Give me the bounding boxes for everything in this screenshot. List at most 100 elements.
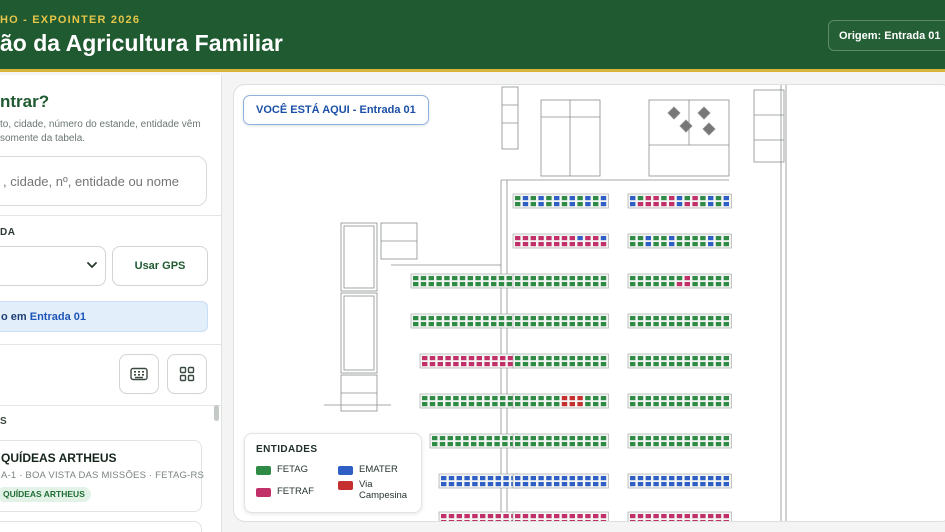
stand	[653, 196, 659, 201]
stand	[645, 282, 651, 287]
stand	[422, 362, 428, 367]
stand	[653, 236, 659, 241]
stand	[441, 520, 447, 521]
stand	[522, 282, 529, 287]
stand	[708, 242, 714, 247]
stand	[708, 362, 714, 367]
stand	[569, 282, 575, 287]
map-panel[interactable]: VOCÊ ESTÁ AQUI - Entrada 01 ENTIDADES FE…	[233, 84, 945, 522]
sidebar-scrollbar[interactable]	[214, 405, 219, 421]
stand	[708, 356, 714, 361]
stand	[669, 196, 675, 201]
stand	[503, 514, 509, 519]
stand	[600, 282, 607, 287]
stand	[669, 514, 675, 519]
stand	[546, 282, 552, 287]
stand	[554, 362, 560, 367]
stand	[561, 196, 568, 201]
stand	[700, 242, 706, 247]
stand	[669, 442, 675, 447]
search-input[interactable]	[0, 156, 207, 206]
stand	[600, 514, 607, 519]
stand	[439, 442, 446, 447]
stand	[669, 356, 675, 361]
stand	[723, 442, 729, 447]
stand	[561, 322, 568, 327]
stand	[700, 514, 706, 519]
stand	[653, 476, 659, 481]
stand	[422, 396, 428, 401]
stand	[468, 356, 475, 361]
stand	[502, 442, 508, 447]
stand	[522, 356, 529, 361]
stand	[530, 436, 536, 441]
origin-button[interactable]: Origem: Entrada 01	[828, 20, 945, 51]
grid-button[interactable]	[167, 354, 207, 394]
stand	[630, 396, 636, 401]
stand	[669, 316, 675, 321]
stand	[708, 396, 714, 401]
stand	[515, 196, 521, 201]
stand	[723, 242, 729, 247]
stand	[669, 476, 675, 481]
stand	[661, 356, 667, 361]
stand	[661, 196, 667, 201]
stand	[554, 442, 560, 447]
stand	[684, 322, 690, 327]
stand	[538, 202, 544, 207]
stand	[708, 316, 714, 321]
stand	[684, 202, 690, 207]
stand	[530, 356, 536, 361]
stand	[653, 202, 659, 207]
stand	[515, 362, 521, 367]
stand	[420, 276, 427, 281]
sidebar-heading: ntrar?	[0, 92, 50, 111]
stand	[684, 242, 690, 247]
stand	[569, 316, 575, 321]
stand	[495, 520, 501, 521]
stand	[645, 442, 651, 447]
stand	[500, 362, 506, 367]
stand	[585, 436, 591, 441]
stand	[515, 202, 521, 207]
stand	[593, 282, 599, 287]
stand	[503, 520, 509, 521]
list-item[interactable]	[0, 521, 202, 532]
origin-select[interactable]	[0, 246, 106, 286]
legend-label: Via Campesina	[359, 479, 408, 501]
stands-layer	[410, 193, 732, 521]
stand	[507, 402, 514, 407]
stand	[723, 520, 729, 521]
stand	[593, 362, 599, 367]
stand	[676, 362, 683, 367]
stand	[669, 396, 675, 401]
stand	[661, 396, 667, 401]
stand	[661, 436, 667, 441]
stand	[453, 396, 459, 401]
stand	[593, 196, 599, 201]
stand	[676, 276, 683, 281]
stand	[577, 276, 583, 281]
list-item[interactable]: QUÍDEAS ARTHEUS A-1 · BOA VISTA DAS MISS…	[0, 440, 204, 512]
stand	[491, 316, 497, 321]
stand	[530, 236, 536, 241]
stand	[715, 322, 722, 327]
stand	[676, 316, 683, 321]
stand	[661, 520, 667, 521]
use-gps-button[interactable]: Usar GPS	[112, 246, 208, 286]
stand	[593, 356, 599, 361]
legend-item-fetraf: FETRAF	[256, 486, 314, 497]
stand	[669, 482, 675, 487]
stand	[480, 514, 486, 519]
origin-info-prefix: o em	[1, 311, 30, 323]
stand	[554, 276, 560, 281]
stand	[577, 316, 583, 321]
stand	[577, 520, 583, 521]
stand	[561, 514, 568, 519]
stand	[577, 202, 583, 207]
keyboard-button[interactable]	[119, 354, 159, 394]
stand	[530, 322, 536, 327]
stand	[684, 196, 690, 201]
stand	[700, 476, 706, 481]
legend-swatch	[256, 488, 271, 497]
